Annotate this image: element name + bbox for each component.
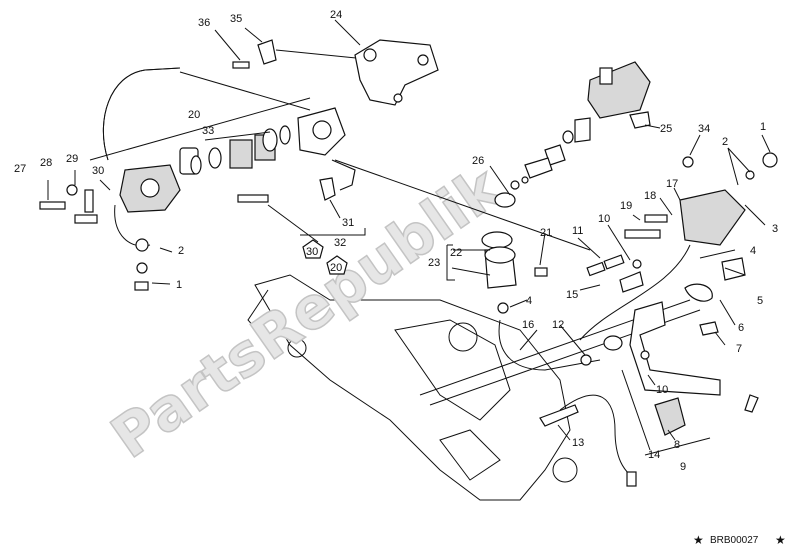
label-36: 36 bbox=[198, 17, 210, 29]
label-35: 35 bbox=[230, 13, 242, 25]
part-number-labels: 36 35 24 20 33 28 29 27 30 2 1 31 32 30 … bbox=[14, 9, 778, 473]
label-24: 24 bbox=[330, 9, 342, 21]
label-12: 12 bbox=[552, 319, 564, 331]
rear-brake-caliper bbox=[119, 125, 291, 213]
label-5: 5 bbox=[757, 295, 763, 307]
label-30-left: 30 bbox=[92, 165, 104, 177]
label-1-left: 1 bbox=[176, 279, 182, 291]
label-13: 13 bbox=[572, 437, 584, 449]
label-10-top: 10 bbox=[598, 213, 610, 225]
label-4-right: 4 bbox=[750, 245, 756, 257]
label-7: 7 bbox=[736, 343, 742, 355]
label-2-left: 2 bbox=[178, 245, 184, 257]
label-19: 19 bbox=[620, 200, 632, 212]
label-28: 28 bbox=[40, 157, 52, 169]
label-32: 32 bbox=[334, 237, 346, 249]
label-20-badge: 20 bbox=[330, 262, 342, 274]
label-27: 27 bbox=[14, 163, 26, 175]
label-29: 29 bbox=[66, 153, 78, 165]
label-20: 20 bbox=[188, 109, 200, 121]
label-15: 15 bbox=[566, 289, 578, 301]
fasteners bbox=[39, 39, 548, 314]
label-21: 21 bbox=[540, 227, 552, 239]
label-2-right: 2 bbox=[722, 136, 728, 148]
label-26: 26 bbox=[472, 155, 484, 167]
label-14: 14 bbox=[648, 449, 660, 461]
label-8: 8 bbox=[674, 439, 680, 451]
label-25: 25 bbox=[660, 123, 672, 135]
star-right: ★ bbox=[775, 533, 786, 547]
diagram-code: BRB00027 bbox=[710, 535, 759, 546]
label-9: 9 bbox=[680, 461, 686, 473]
label-3: 3 bbox=[772, 223, 778, 235]
label-18: 18 bbox=[644, 190, 656, 202]
label-22: 22 bbox=[450, 247, 462, 259]
label-10-bottom: 10 bbox=[656, 384, 668, 396]
label-1-right: 1 bbox=[760, 121, 766, 133]
leader-lines bbox=[47, 19, 771, 456]
label-33: 33 bbox=[202, 125, 214, 137]
label-16: 16 bbox=[522, 319, 534, 331]
label-17: 17 bbox=[666, 178, 678, 190]
star-left: ★ bbox=[693, 533, 704, 547]
master-cylinder-group bbox=[481, 61, 651, 289]
label-23: 23 bbox=[428, 257, 440, 269]
label-34: 34 bbox=[698, 123, 710, 135]
label-6: 6 bbox=[738, 322, 744, 334]
rear-master-cylinder bbox=[539, 152, 778, 487]
label-11: 11 bbox=[572, 225, 583, 237]
label-30-badge: 30 bbox=[306, 246, 318, 258]
label-31: 31 bbox=[342, 217, 354, 229]
label-4-mid: 4 bbox=[526, 295, 532, 307]
caliper-bracket bbox=[297, 39, 439, 156]
brake-hoses bbox=[102, 67, 691, 476]
